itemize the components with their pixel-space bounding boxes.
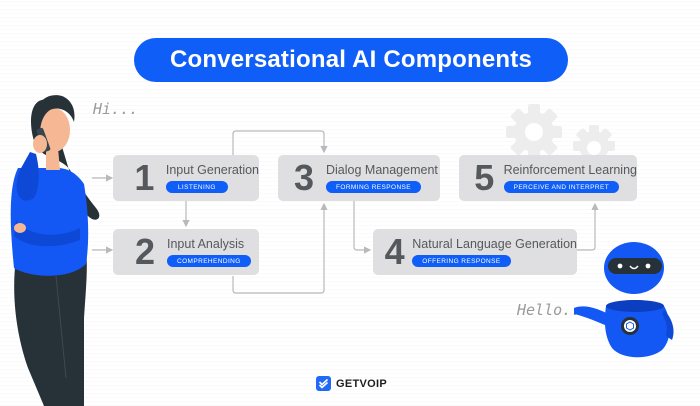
step-number: 2 (134, 231, 156, 272)
page-title: Conversational AI Components (169, 46, 533, 73)
step-tag: PERCEIVE AND INTERPRET (503, 181, 620, 193)
step-number: 1 (134, 157, 155, 198)
step-tag: COMPREHENDING (167, 255, 251, 267)
step-tag: OFFERING RESPONSE (412, 255, 511, 267)
woman-on-phone-illustration (10, 95, 100, 406)
brand-logo: GETVOIP (316, 376, 387, 391)
step-card-5: 5 Reinforcement Learning PERCEIVE AND IN… (459, 155, 637, 201)
user-speech: Hi... (93, 100, 139, 118)
step-card-1: 1 Input Generation LISTENING (113, 155, 259, 201)
step-number: 5 (474, 157, 495, 198)
title-banner: Conversational AI Components (134, 38, 568, 82)
brand-name: GETVOIP (336, 377, 387, 390)
step-number: 3 (293, 157, 315, 198)
step-label: Natural Language Generation (412, 237, 577, 251)
step-label: Dialog Management (326, 163, 438, 177)
step-number: 4 (384, 231, 405, 272)
step-label: Input Generation (165, 163, 259, 177)
step-tag: LISTENING (165, 181, 228, 193)
getvoip-checkmark-icon (316, 376, 331, 391)
step-card-4: 4 Natural Language Generation OFFERING R… (373, 229, 577, 275)
step-card-2: 2 Input Analysis COMPREHENDING (113, 229, 259, 275)
step-card-3: 3 Dialog Management FORMING RESPONSE (278, 155, 440, 201)
step-label: Input Analysis (167, 237, 245, 251)
step-label: Reinforcement Learning (503, 163, 637, 177)
robot-illustration (574, 242, 674, 358)
bot-speech: Hello... (517, 301, 590, 319)
gears-icon (506, 104, 615, 161)
step-tag: FORMING RESPONSE (326, 181, 422, 193)
